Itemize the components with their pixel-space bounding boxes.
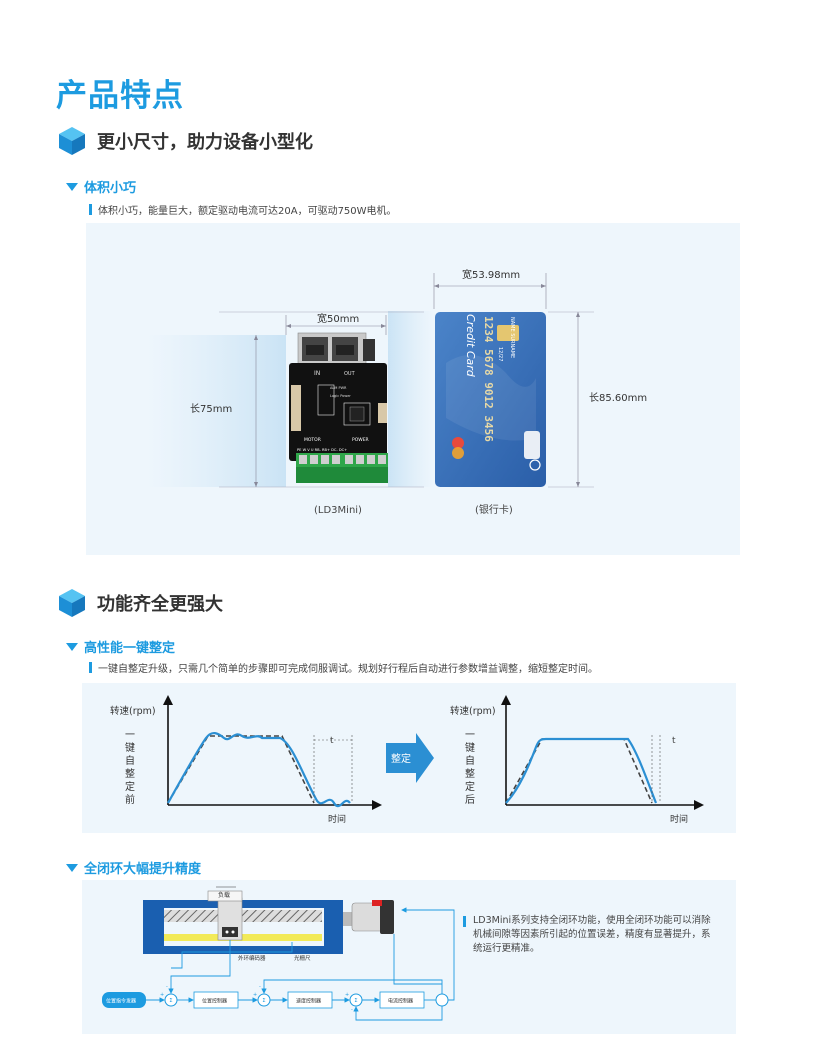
board-width-label: 宽50mm [317,312,359,325]
control-loop: + + + - - - [102,907,455,1021]
section-title: 功能齐全更强大 [97,594,223,615]
card-brand: Credit Card [464,314,477,378]
y-label-before: 转速(rpm) [110,705,156,717]
card-valid: 12/27 [497,347,503,361]
description-compact: 体积小巧，能量巨大，额定驱动电流可达20A，可驱动750W电机。 [89,202,397,217]
chart-after [501,695,704,810]
triangle-marker-icon [66,642,78,651]
tuning-figure: t 转速(rpm) 时间 一键自整定前 整定 t 转速(rpm) 时间 一键自整… [110,695,704,825]
sub-heading-compact: 体积小巧 [66,177,136,196]
load-label: 负载 [218,891,230,899]
t-label-before: t [330,736,334,746]
x-label-after: 时间 [670,813,688,825]
silk-pins: PE W V U RB- RB+ DC- DC+ [297,448,347,452]
encoder-label: 外环编码器 [238,954,266,962]
closed-loop-description: LD3Mini系列支持全闭环功能，使用全闭环功能可以消除机械间隙等因素所引起的位… [463,914,719,956]
board-height-label: 长75mm [190,403,232,415]
description-autotune: 一键自整定升级，只需几个简单的步骤即可完成伺服调试。规划好行程后自动进行参数增益… [89,660,598,675]
sub-heading-autotune: 高性能一键整定 [66,637,175,656]
silk-logic: Logic Power [330,394,351,398]
block-position-command: 位置指令发器 [106,998,136,1005]
sub-heading-text: 全闭环大幅提升精度 [84,862,202,877]
closed-loop-diagram: 负载 外环编码器 光栅尺 + + + - - - [102,886,455,1021]
cube-icon [59,589,85,617]
tuning-arrow [386,733,434,783]
svg-text:-: - [166,984,168,990]
x-label-before: 时间 [328,813,346,825]
sub-heading-text: 高性能一键整定 [84,641,176,656]
page-title: 产品特点 [56,78,184,114]
chart-before [163,695,382,810]
t-label-after: t [672,736,676,746]
svg-text:Σ: Σ [354,998,357,1004]
card-height-label: 长85.60mm [589,392,647,404]
outer-encoder [222,927,238,937]
triangle-marker-icon [66,863,78,872]
svg-text:Σ: Σ [169,998,172,1004]
grating-scale [164,934,322,941]
y-label-after: 转速(rpm) [450,705,496,717]
block-position-controller: 位置控制器 [202,998,227,1005]
cube-icon [59,127,85,155]
silk-alm: ALM PWR [330,386,347,390]
section-title: 更小尺寸，助力设备小型化 [97,132,313,153]
ball-screw [164,910,322,922]
card-number: 1234 5678 9012 3456 [482,316,495,442]
section-header-size: 更小尺寸，助力设备小型化 [57,126,313,156]
triangle-marker-icon [66,182,78,191]
arrow-label: 整定 [391,752,411,765]
ld3mini-board [289,332,388,483]
silk-out: OUT [344,371,356,377]
svg-text:+: + [345,992,349,998]
load-block [207,890,243,902]
svg-text:-: - [259,984,261,990]
block-speed-controller: 速度控制器 [296,998,321,1005]
svg-text:-: - [351,1007,353,1013]
section-header-function: 功能齐全更强大 [57,588,223,618]
sub-heading-text: 体积小巧 [84,181,137,196]
credit-card [435,312,546,487]
silk-in: IN [314,370,320,377]
side-label-before: 一键自整定前 [123,729,135,807]
card-width-label: 宽53.98mm [462,268,520,281]
svg-text:+: + [160,992,164,998]
sub-heading-closed-loop: 全闭环大幅提升精度 [66,858,201,877]
board-caption: (LD3Mini) [314,505,362,516]
side-label-after: 一键自整定后 [463,729,475,807]
silk-motor: MOTOR [304,437,321,443]
silk-power: POWER [352,437,369,443]
grating-label: 光栅尺 [294,954,311,962]
block-current-controller: 电流控制器 [388,998,413,1005]
svg-text:Σ: Σ [262,998,265,1004]
card-caption: (银行卡) [475,503,513,516]
card-name: NAME SURNAME [509,317,515,358]
svg-text:+: + [253,992,257,998]
size-comparison-figure: IN OUT ALM PWR Logic Power MOTOR POWER P… [146,268,647,516]
